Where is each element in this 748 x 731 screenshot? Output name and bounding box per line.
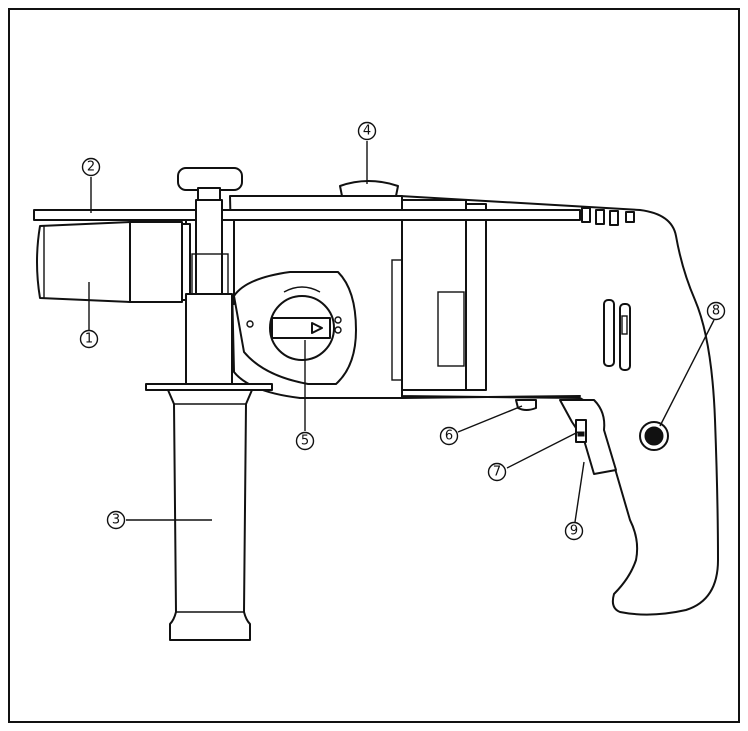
trigger-assembly (515, 399, 617, 475)
callout-5: 5 (295, 431, 315, 451)
hammer-switch (339, 180, 399, 197)
callout-9-label: 9 (570, 524, 578, 539)
callout-7: 7 (487, 462, 507, 482)
callout-5-label: 5 (301, 434, 309, 449)
callout-6: 6 (439, 426, 459, 446)
drill-body (185, 195, 719, 616)
callout-4: 4 (357, 121, 377, 141)
callout-8-label: 8 (712, 304, 720, 319)
callout-1-label: 1 (85, 332, 93, 347)
callout-4-label: 4 (363, 124, 371, 139)
drill-chuck (36, 221, 191, 303)
callout-2: 2 (81, 157, 101, 177)
auxiliary-handle (145, 167, 273, 641)
diagram-frame (8, 8, 740, 723)
callout-3-label: 3 (112, 513, 120, 528)
callout-6-label: 6 (445, 429, 453, 444)
speed-dial (639, 421, 669, 451)
callout-3: 3 (106, 510, 126, 530)
depth-stop-rod (33, 209, 581, 221)
callout-7-label: 7 (493, 465, 501, 480)
callout-9: 9 (564, 521, 584, 541)
mode-selector (233, 271, 357, 385)
callout-8: 8 (706, 301, 726, 321)
callout-1: 1 (79, 329, 99, 349)
callout-2-label: 2 (87, 160, 95, 175)
leader-lines (88, 141, 715, 523)
